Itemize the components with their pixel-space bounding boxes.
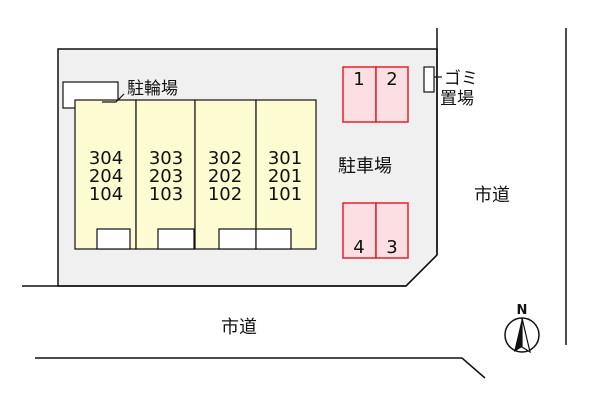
parking-space-number: 1 (353, 69, 364, 90)
diagonal-corner-line (405, 254, 438, 287)
unit-number: 304 (89, 148, 123, 169)
unit-block (74, 99, 137, 250)
north-label: N (517, 303, 528, 318)
unit-entrance (218, 228, 257, 250)
unit-number: 204 (89, 166, 123, 187)
parking-space (375, 202, 409, 259)
parking-space (375, 66, 409, 123)
unit-number: 201 (268, 166, 302, 187)
parking-space-number: 2 (386, 69, 397, 90)
bicycle-parking-label: 駐輪場 (127, 79, 178, 99)
unit-numbers: 304 204 104 303 203 103 302 202 102 301 … (89, 148, 302, 205)
unit-block (135, 99, 196, 250)
building (74, 99, 317, 250)
unit-entrance (96, 228, 131, 250)
parking-lot-label: 駐車場 (338, 156, 392, 177)
compass-needle-light (521, 317, 531, 354)
unit-number: 101 (268, 184, 302, 205)
bicycle-parking-leader (102, 93, 125, 103)
compass-needle-dark (514, 318, 522, 352)
unit-number: 301 (268, 148, 302, 169)
unit-number: 104 (89, 184, 123, 205)
unit-block (255, 99, 317, 250)
south-road-label: 市道 (221, 317, 257, 338)
east-road-label: 市道 (474, 185, 510, 206)
unit-number: 302 (208, 148, 242, 169)
unit-number: 303 (149, 148, 183, 169)
south-road-line-far (35, 357, 486, 379)
unit-number: 203 (149, 166, 183, 187)
parking-space-number: 3 (386, 237, 397, 258)
garbage-label-line1: ゴミ (444, 68, 478, 89)
north-arrow-icon: N (504, 303, 540, 354)
unit-number: 102 (208, 184, 242, 205)
parking-space (342, 202, 377, 259)
unit-entrance (157, 228, 195, 250)
garbage-station (423, 66, 435, 93)
parking-space-number: 4 (353, 237, 364, 258)
garbage-label-line2: 置場 (440, 89, 474, 109)
unit-number: 202 (208, 166, 242, 187)
parking-spaces (342, 66, 409, 259)
unit-entrance (255, 228, 292, 250)
unit-number: 103 (149, 184, 183, 205)
